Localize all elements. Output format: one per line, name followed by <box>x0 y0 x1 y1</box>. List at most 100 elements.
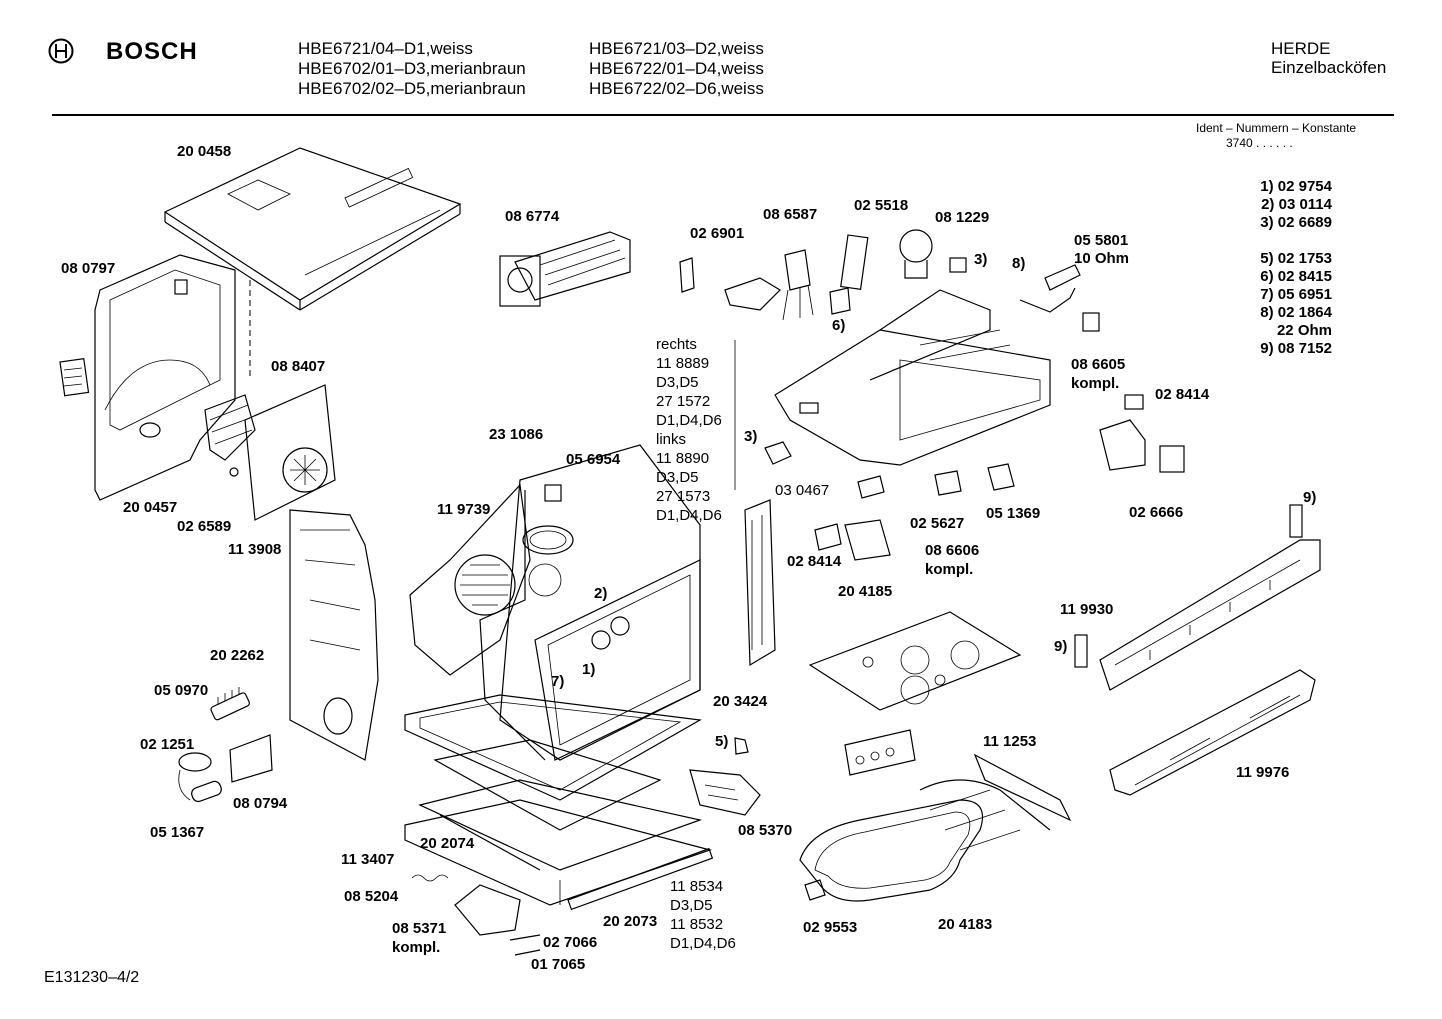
brand-name: BOSCH <box>106 38 198 65</box>
part-label: 3) <box>974 251 988 268</box>
part-label: 20 2074 <box>420 835 475 852</box>
side-panel-notes: rechts 11 8889 D3,D5 27 1572 D1,D4,D6 li… <box>656 335 722 525</box>
part-label: 05 1369 <box>986 505 1041 522</box>
part-label: 02 8414 <box>1155 386 1210 403</box>
part-label: 01 7065 <box>531 956 586 973</box>
header-rule <box>52 114 1394 116</box>
part-label: 08 5370 <box>738 822 793 839</box>
note-line: D3,D5 <box>670 897 713 914</box>
legend-item: 2) 03 0114 <box>1261 196 1332 213</box>
model-list-1: HBE6721/04–D1,weiss HBE6702/01–D3,merian… <box>298 39 526 99</box>
note-line: links <box>656 431 687 448</box>
note-line: 11 8890 <box>656 450 710 467</box>
part-label: 7) <box>551 673 565 690</box>
legend-item: 9) 08 7152 <box>1260 340 1332 357</box>
part-label: 3) <box>744 428 758 445</box>
legend-item: 3) 02 6689 <box>1260 214 1332 231</box>
rail-notes: 11 8534 D3,D5 11 8532 D1,D4,D6 <box>670 877 736 953</box>
drawing-number: E131230–4/2 <box>44 969 140 986</box>
bosch-logo-icon <box>48 38 74 64</box>
model-item: HBE6722/02–D6,weiss <box>589 79 764 98</box>
part-label: 20 4183 <box>938 916 993 933</box>
part-label: 05 6954 <box>566 451 621 468</box>
part-label: 11 9930 <box>1060 601 1114 618</box>
note-line: D1,D4,D6 <box>656 412 722 429</box>
legend-item: 6) 02 8415 <box>1260 268 1332 285</box>
note-line: D3,D5 <box>656 374 699 391</box>
part-label: 08 6605 <box>1071 356 1126 373</box>
legend: 1) 02 9754 2) 03 0114 3) 02 6689 5) 02 1… <box>1222 178 1332 358</box>
part-label: 6) <box>832 317 846 334</box>
part-label: 02 6666 <box>1129 504 1184 521</box>
part-label: 1) <box>582 661 596 678</box>
part-label: 20 2073 <box>603 913 658 930</box>
category-subtitle: Einzelbacköfen <box>1271 58 1387 77</box>
part-label: 20 4185 <box>838 583 893 600</box>
legend-item: 1) 02 9754 <box>1260 178 1332 195</box>
part-label: 20 2262 <box>210 647 265 664</box>
model-item: HBE6722/01–D4,weiss <box>589 59 764 78</box>
part-label: 02 6589 <box>177 518 232 535</box>
ident-value: 3740 . . . . . . <box>1226 136 1293 150</box>
legend-item: 7) 05 6951 <box>1260 286 1332 303</box>
part-label: 02 9553 <box>803 919 858 936</box>
legend-item: 5) 02 1753 <box>1260 250 1332 267</box>
part-label: 08 0797 <box>61 260 116 277</box>
note-line: 11 8534 <box>670 878 724 895</box>
part-label: 08 6587 <box>763 206 818 223</box>
part-label: 02 1251 <box>140 736 195 753</box>
legend-item: 8) 02 1864 <box>1260 304 1332 321</box>
note-line: D1,D4,D6 <box>670 935 736 952</box>
note-line: D1,D4,D6 <box>656 507 722 524</box>
part-label: 08 8407 <box>271 358 326 375</box>
part-label: 10 Ohm <box>1074 250 1130 267</box>
part-label: 11 3407 <box>341 851 395 868</box>
note-line: 11 8889 <box>656 355 710 372</box>
note-line: rechts <box>656 336 697 353</box>
part-label: kompl. <box>392 939 441 956</box>
part-label: 03 0467 <box>775 482 830 499</box>
part-label: 8) <box>1012 255 1026 272</box>
part-label: 05 0970 <box>154 682 209 699</box>
part-label: 9) <box>1054 638 1068 655</box>
model-item: HBE6721/04–D1,weiss <box>298 39 473 58</box>
part-label: 11 3908 <box>228 541 282 558</box>
note-line: 11 8532 <box>670 916 724 933</box>
part-label: 08 0794 <box>233 795 288 812</box>
model-item: HBE6702/02–D5,merianbraun <box>298 79 526 98</box>
note-line: 27 1573 <box>656 488 711 505</box>
part-label: 20 0457 <box>123 499 178 516</box>
part-label: 08 6606 <box>925 542 980 559</box>
model-item: HBE6721/03–D2,weiss <box>589 39 764 58</box>
category: HERDE Einzelbacköfen <box>1271 39 1386 77</box>
part-label: 05 1367 <box>150 824 205 841</box>
part-label: 08 5204 <box>344 888 399 905</box>
part-label: 02 6901 <box>690 225 745 242</box>
model-item: HBE6702/01–D3,merianbraun <box>298 59 526 78</box>
part-label: kompl. <box>1071 375 1120 392</box>
ident-title: Ident – Nummern – Konstante <box>1196 121 1357 135</box>
note-line: 27 1572 <box>656 393 711 410</box>
part-label: 02 8414 <box>787 553 842 570</box>
category-title: HERDE <box>1271 39 1331 58</box>
part-label: 08 1229 <box>935 209 990 226</box>
part-label: kompl. <box>925 561 974 578</box>
legend-item: 22 Ohm <box>1276 322 1332 339</box>
part-label: 9) <box>1303 489 1317 506</box>
part-label: 20 0458 <box>177 143 232 160</box>
part-label: 02 7066 <box>543 934 598 951</box>
model-list-2: HBE6721/03–D2,weiss HBE6722/01–D4,weiss … <box>589 39 764 99</box>
part-label: 11 9739 <box>437 501 491 518</box>
part-label: 11 1253 <box>983 733 1037 750</box>
part-label: 02 5518 <box>854 197 909 214</box>
note-line: D3,D5 <box>656 469 699 486</box>
part-label: 5) <box>715 733 729 750</box>
part-label: 2) <box>594 585 608 602</box>
part-label: 02 5627 <box>910 515 965 532</box>
part-label: 11 9976 <box>1236 764 1290 781</box>
part-label: 08 6774 <box>505 208 560 225</box>
part-label: 20 3424 <box>713 693 768 710</box>
part-label: 08 5371 <box>392 920 447 937</box>
part-label: 05 5801 <box>1074 232 1129 249</box>
